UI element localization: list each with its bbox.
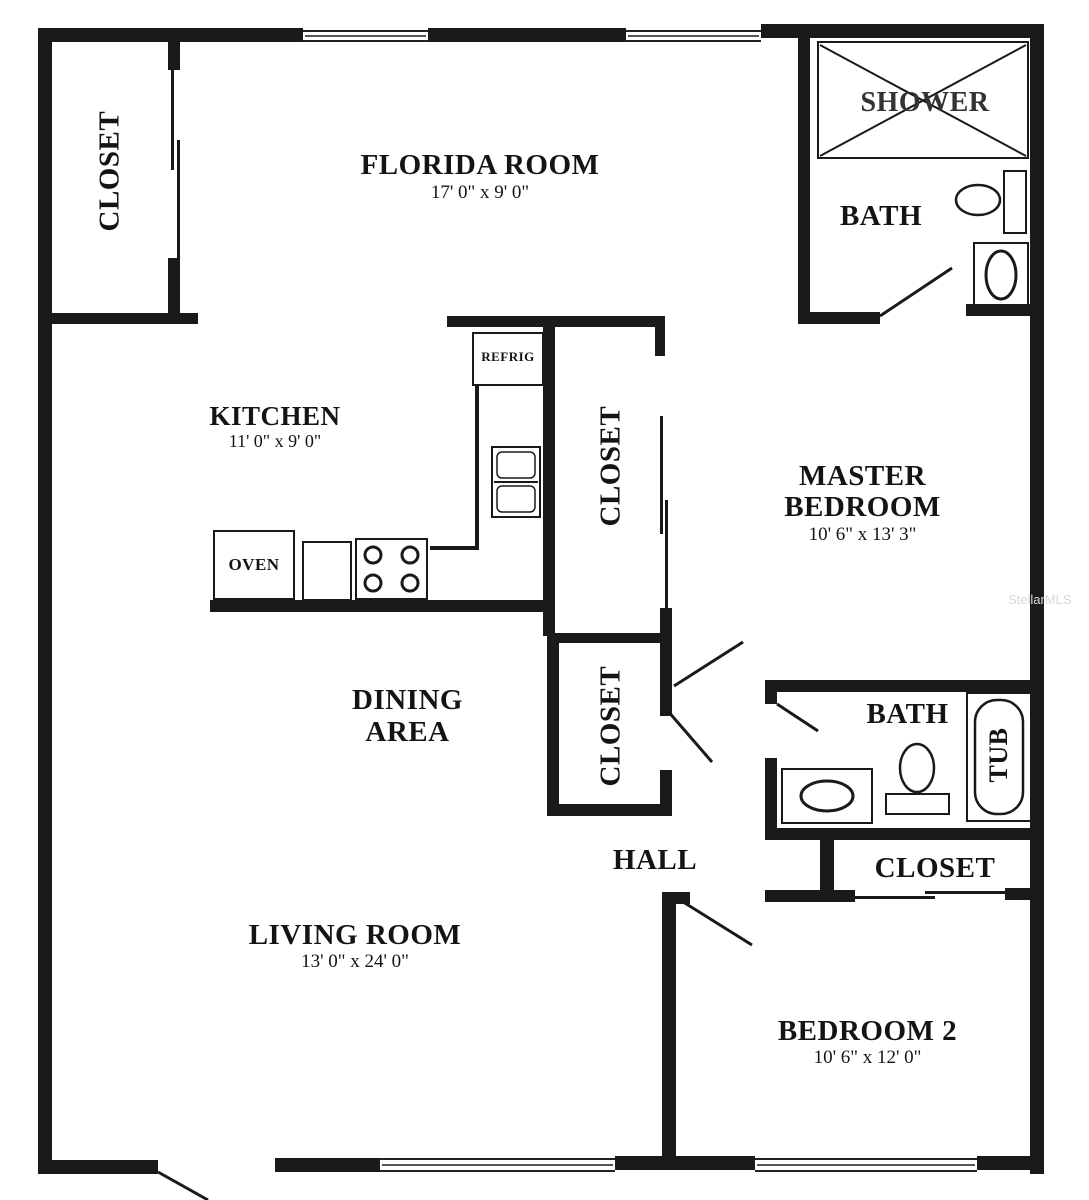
hall-bath-left-wall: [765, 758, 777, 840]
florida-closet-jamb-top: [168, 40, 180, 70]
large-closet-bottom-wall: [555, 633, 665, 643]
window-bottom-1: [380, 1158, 615, 1172]
florida-closet-jamb-bottom: [168, 258, 180, 316]
master-vanity: [973, 242, 1029, 306]
exterior-wall-top-right: [761, 24, 1043, 38]
large-closet-slider-1: [660, 416, 663, 534]
tub-label: TUB: [984, 727, 1013, 783]
room-dimensions-kitchen: 11' 0" x 9' 0": [228, 431, 322, 451]
room-label-florida-room: FLORIDA ROOM: [360, 149, 600, 181]
hall-bath-left-jamb-top: [765, 680, 777, 704]
room-label-master-bath: BATH: [839, 200, 923, 232]
small-closet-right-wall-top: [660, 636, 672, 716]
shower-label: SHOWER: [860, 87, 990, 118]
kitchen-counter-mid: [430, 546, 479, 550]
exterior-wall-top-mid: [428, 28, 626, 42]
kitchen-counter-bottom: [210, 600, 555, 612]
exterior-wall-bottom-left: [38, 1160, 158, 1174]
bedroom2-closet-bottom-left: [765, 890, 855, 902]
hall-bath-top-wall: [765, 680, 1040, 692]
mls-watermark: StellarMLS: [1008, 592, 1072, 607]
florida-closet-bottom-wall: [38, 313, 198, 324]
kitchen-inner-wall: [543, 316, 555, 636]
kitchen-top-wall: [447, 316, 665, 327]
window-top-2: [626, 30, 761, 42]
room-label-hall: HALL: [612, 844, 698, 876]
large-closet-slider-2: [665, 500, 668, 608]
small-closet-left-wall: [547, 636, 559, 816]
master-bath-bottom-wall: [798, 312, 880, 324]
exterior-wall-top-left: [38, 28, 303, 42]
closet-label-florida: CLOSET: [93, 110, 126, 232]
hall-bath-vanity: [781, 768, 873, 824]
room-dimensions-bedroom-2: 10' 6" x 12' 0": [813, 1047, 922, 1068]
master-bedroom-bottom-wall: [1030, 668, 1044, 688]
closet-label-bedroom2: CLOSET: [874, 852, 996, 884]
dishwasher-cabinet: [302, 541, 352, 601]
room-label-bedroom-2: BEDROOM 2: [777, 1015, 958, 1047]
hall-bath-toilet-tank: [885, 793, 950, 815]
master-wall-left: [798, 24, 810, 324]
master-toilet-tank: [1003, 170, 1027, 234]
bedroom2-closet-slider-1: [855, 896, 935, 899]
bedroom2-closet-slider-2: [925, 891, 1005, 894]
master-bath-bottom-wall-right: [966, 304, 1036, 316]
window-bottom-2: [755, 1158, 977, 1172]
room-label-kitchen: KITCHEN: [209, 401, 341, 431]
florida-closet-slider-1: [171, 70, 174, 170]
bedroom2-closet-left-wall: [820, 835, 834, 893]
bedroom2-closet-bottom-right: [1005, 888, 1040, 900]
room-label-living-room: LIVING ROOM: [248, 919, 462, 951]
exterior-wall-bottom-mid: [615, 1156, 755, 1170]
small-closet-right-jamb: [660, 770, 672, 816]
room-dimensions-florida-room: 17' 0" x 9' 0": [430, 182, 530, 203]
oven: [213, 530, 295, 600]
oven-label: OVEN: [228, 555, 280, 574]
bedroom2-left-wall: [662, 892, 676, 1167]
room-dimensions-master-bedroom: 10' 6" x 13' 3": [808, 524, 917, 545]
exterior-wall-bottom-mid-left: [275, 1158, 380, 1172]
room-label-hall-bath: BATH: [866, 698, 949, 730]
florida-closet-slider-2: [177, 140, 180, 260]
room-label-dining-line2: AREA: [365, 716, 450, 748]
refrigerator: [472, 332, 544, 386]
room-dimensions-living-room: 13' 0" x 24' 0": [301, 951, 409, 972]
refrigerator-label: REFRIG: [481, 349, 535, 364]
kitchen-counter-left: [475, 385, 479, 550]
room-label-dining-line1: DINING: [352, 684, 463, 716]
small-closet-bottom-wall: [547, 804, 672, 816]
exterior-wall-bottom-right: [977, 1156, 1044, 1170]
room-label-master-line2: BEDROOM: [784, 491, 941, 523]
closet-label-hall-small: CLOSET: [594, 665, 627, 787]
room-label-master-line1: MASTER: [798, 460, 927, 492]
large-closet-right-wall-top: [655, 316, 665, 356]
window-top-1: [303, 30, 428, 42]
closet-label-hall-large: CLOSET: [594, 405, 627, 527]
